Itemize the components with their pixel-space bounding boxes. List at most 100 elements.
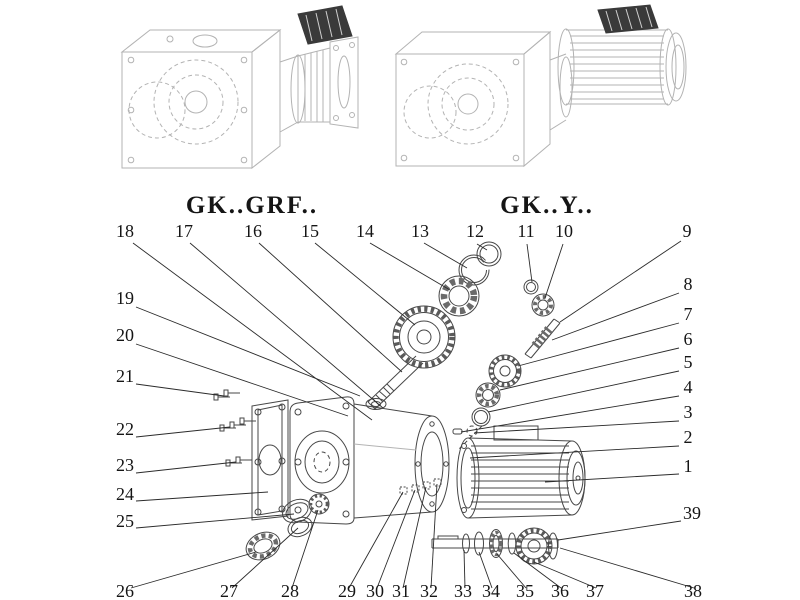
shaft-key xyxy=(452,428,463,435)
fan-cover xyxy=(566,450,586,506)
callout-18: 18 xyxy=(116,221,134,241)
leader-line xyxy=(478,551,493,589)
worm-pinion-shaft xyxy=(524,318,561,359)
leader-line xyxy=(430,483,438,589)
ball-bearing-large xyxy=(438,275,480,317)
callout-38: 38 xyxy=(684,581,702,600)
leader-line xyxy=(135,513,295,529)
leader-line xyxy=(135,343,349,417)
leader-line xyxy=(526,243,533,283)
callout-1: 1 xyxy=(684,456,693,476)
callout-15: 15 xyxy=(301,221,319,241)
callout-numbers: 18 17 16 15 14 13 12 11 10 9 8 7 6 5 4 3… xyxy=(116,221,702,600)
callout-29: 29 xyxy=(338,581,356,600)
callout-6: 6 xyxy=(684,329,693,349)
callout-26: 26 xyxy=(116,581,134,600)
retaining-ring-small xyxy=(523,279,539,295)
spur-gear-small xyxy=(488,354,522,388)
callout-4: 4 xyxy=(684,377,693,397)
callout-32: 32 xyxy=(420,581,438,600)
washer-1 xyxy=(462,533,470,554)
output-ring xyxy=(287,516,313,538)
leader-line xyxy=(517,322,680,367)
motor-fin-cover xyxy=(597,4,659,34)
coupling-shims xyxy=(399,478,442,495)
leader-line xyxy=(135,461,237,474)
callout-23: 23 xyxy=(116,455,134,475)
ball-bearing-small-lower xyxy=(475,382,501,408)
callout-27: 27 xyxy=(220,581,238,600)
seal-ring-small xyxy=(471,407,491,427)
grf-input-cover xyxy=(297,5,353,45)
mounting-flange-plate xyxy=(251,399,289,521)
shaft-keyway xyxy=(437,535,459,540)
callout-33: 33 xyxy=(454,581,472,600)
leader-line xyxy=(499,347,680,391)
leader-line xyxy=(231,527,299,589)
callout-16: 16 xyxy=(244,221,262,241)
terminal-box xyxy=(493,425,539,441)
shaft-gear xyxy=(515,527,553,565)
leader-line xyxy=(291,509,319,589)
callout-10: 10 xyxy=(555,221,573,241)
callout-35: 35 xyxy=(516,581,534,600)
callout-25: 25 xyxy=(116,511,134,531)
leader-line xyxy=(423,242,468,269)
callout-20: 20 xyxy=(116,325,134,345)
output-pinion xyxy=(308,493,330,515)
leader-line xyxy=(135,306,361,397)
exploded-view xyxy=(213,241,586,565)
electric-motor xyxy=(456,425,586,519)
leader-line xyxy=(130,551,257,589)
motor-assembled xyxy=(557,28,687,106)
shaft-bearing xyxy=(489,529,503,558)
leader-line xyxy=(258,242,403,373)
leader-line xyxy=(348,491,404,589)
leader-line xyxy=(135,383,225,397)
gearbox-y-drawing xyxy=(394,30,573,168)
leader-line xyxy=(557,520,682,541)
helical-gear-large xyxy=(392,305,456,369)
callout-36: 36 xyxy=(551,581,569,600)
leader-line xyxy=(496,553,527,589)
leader-line xyxy=(487,370,680,413)
leader-line xyxy=(132,242,373,421)
ball-bearing-small-upper xyxy=(531,293,555,317)
leader-line xyxy=(559,547,695,589)
output-bearing xyxy=(245,531,281,561)
callout-13: 13 xyxy=(411,221,429,241)
callout-30: 30 xyxy=(366,581,384,600)
leader-line xyxy=(544,473,680,483)
callout-24: 24 xyxy=(116,484,134,504)
leader-lines xyxy=(130,240,695,589)
callout-39: 39 xyxy=(683,503,701,523)
callout-7: 7 xyxy=(684,304,693,324)
callout-17: 17 xyxy=(175,221,193,241)
leader-line xyxy=(476,243,488,251)
callout-31: 31 xyxy=(392,581,410,600)
spacer-sleeve xyxy=(507,532,517,555)
leader-line xyxy=(559,240,682,323)
end-disc xyxy=(548,532,558,560)
leader-line xyxy=(369,242,451,291)
leader-line xyxy=(314,242,416,326)
callout-14: 14 xyxy=(356,221,374,241)
leader-line xyxy=(551,292,680,341)
callout-8: 8 xyxy=(684,274,693,294)
gear-housing xyxy=(289,396,450,525)
callout-3: 3 xyxy=(684,402,693,422)
callout-11: 11 xyxy=(517,221,534,241)
callout-28: 28 xyxy=(281,581,299,600)
leader-line xyxy=(469,445,680,459)
leader-line xyxy=(544,243,564,299)
leader-line xyxy=(376,489,416,589)
callout-34: 34 xyxy=(482,581,500,600)
leader-line xyxy=(135,426,231,438)
callout-21: 21 xyxy=(116,366,134,386)
leader-line xyxy=(513,552,562,589)
callout-12: 12 xyxy=(466,221,484,241)
callout-2: 2 xyxy=(684,427,693,447)
callout-37: 37 xyxy=(586,581,604,600)
